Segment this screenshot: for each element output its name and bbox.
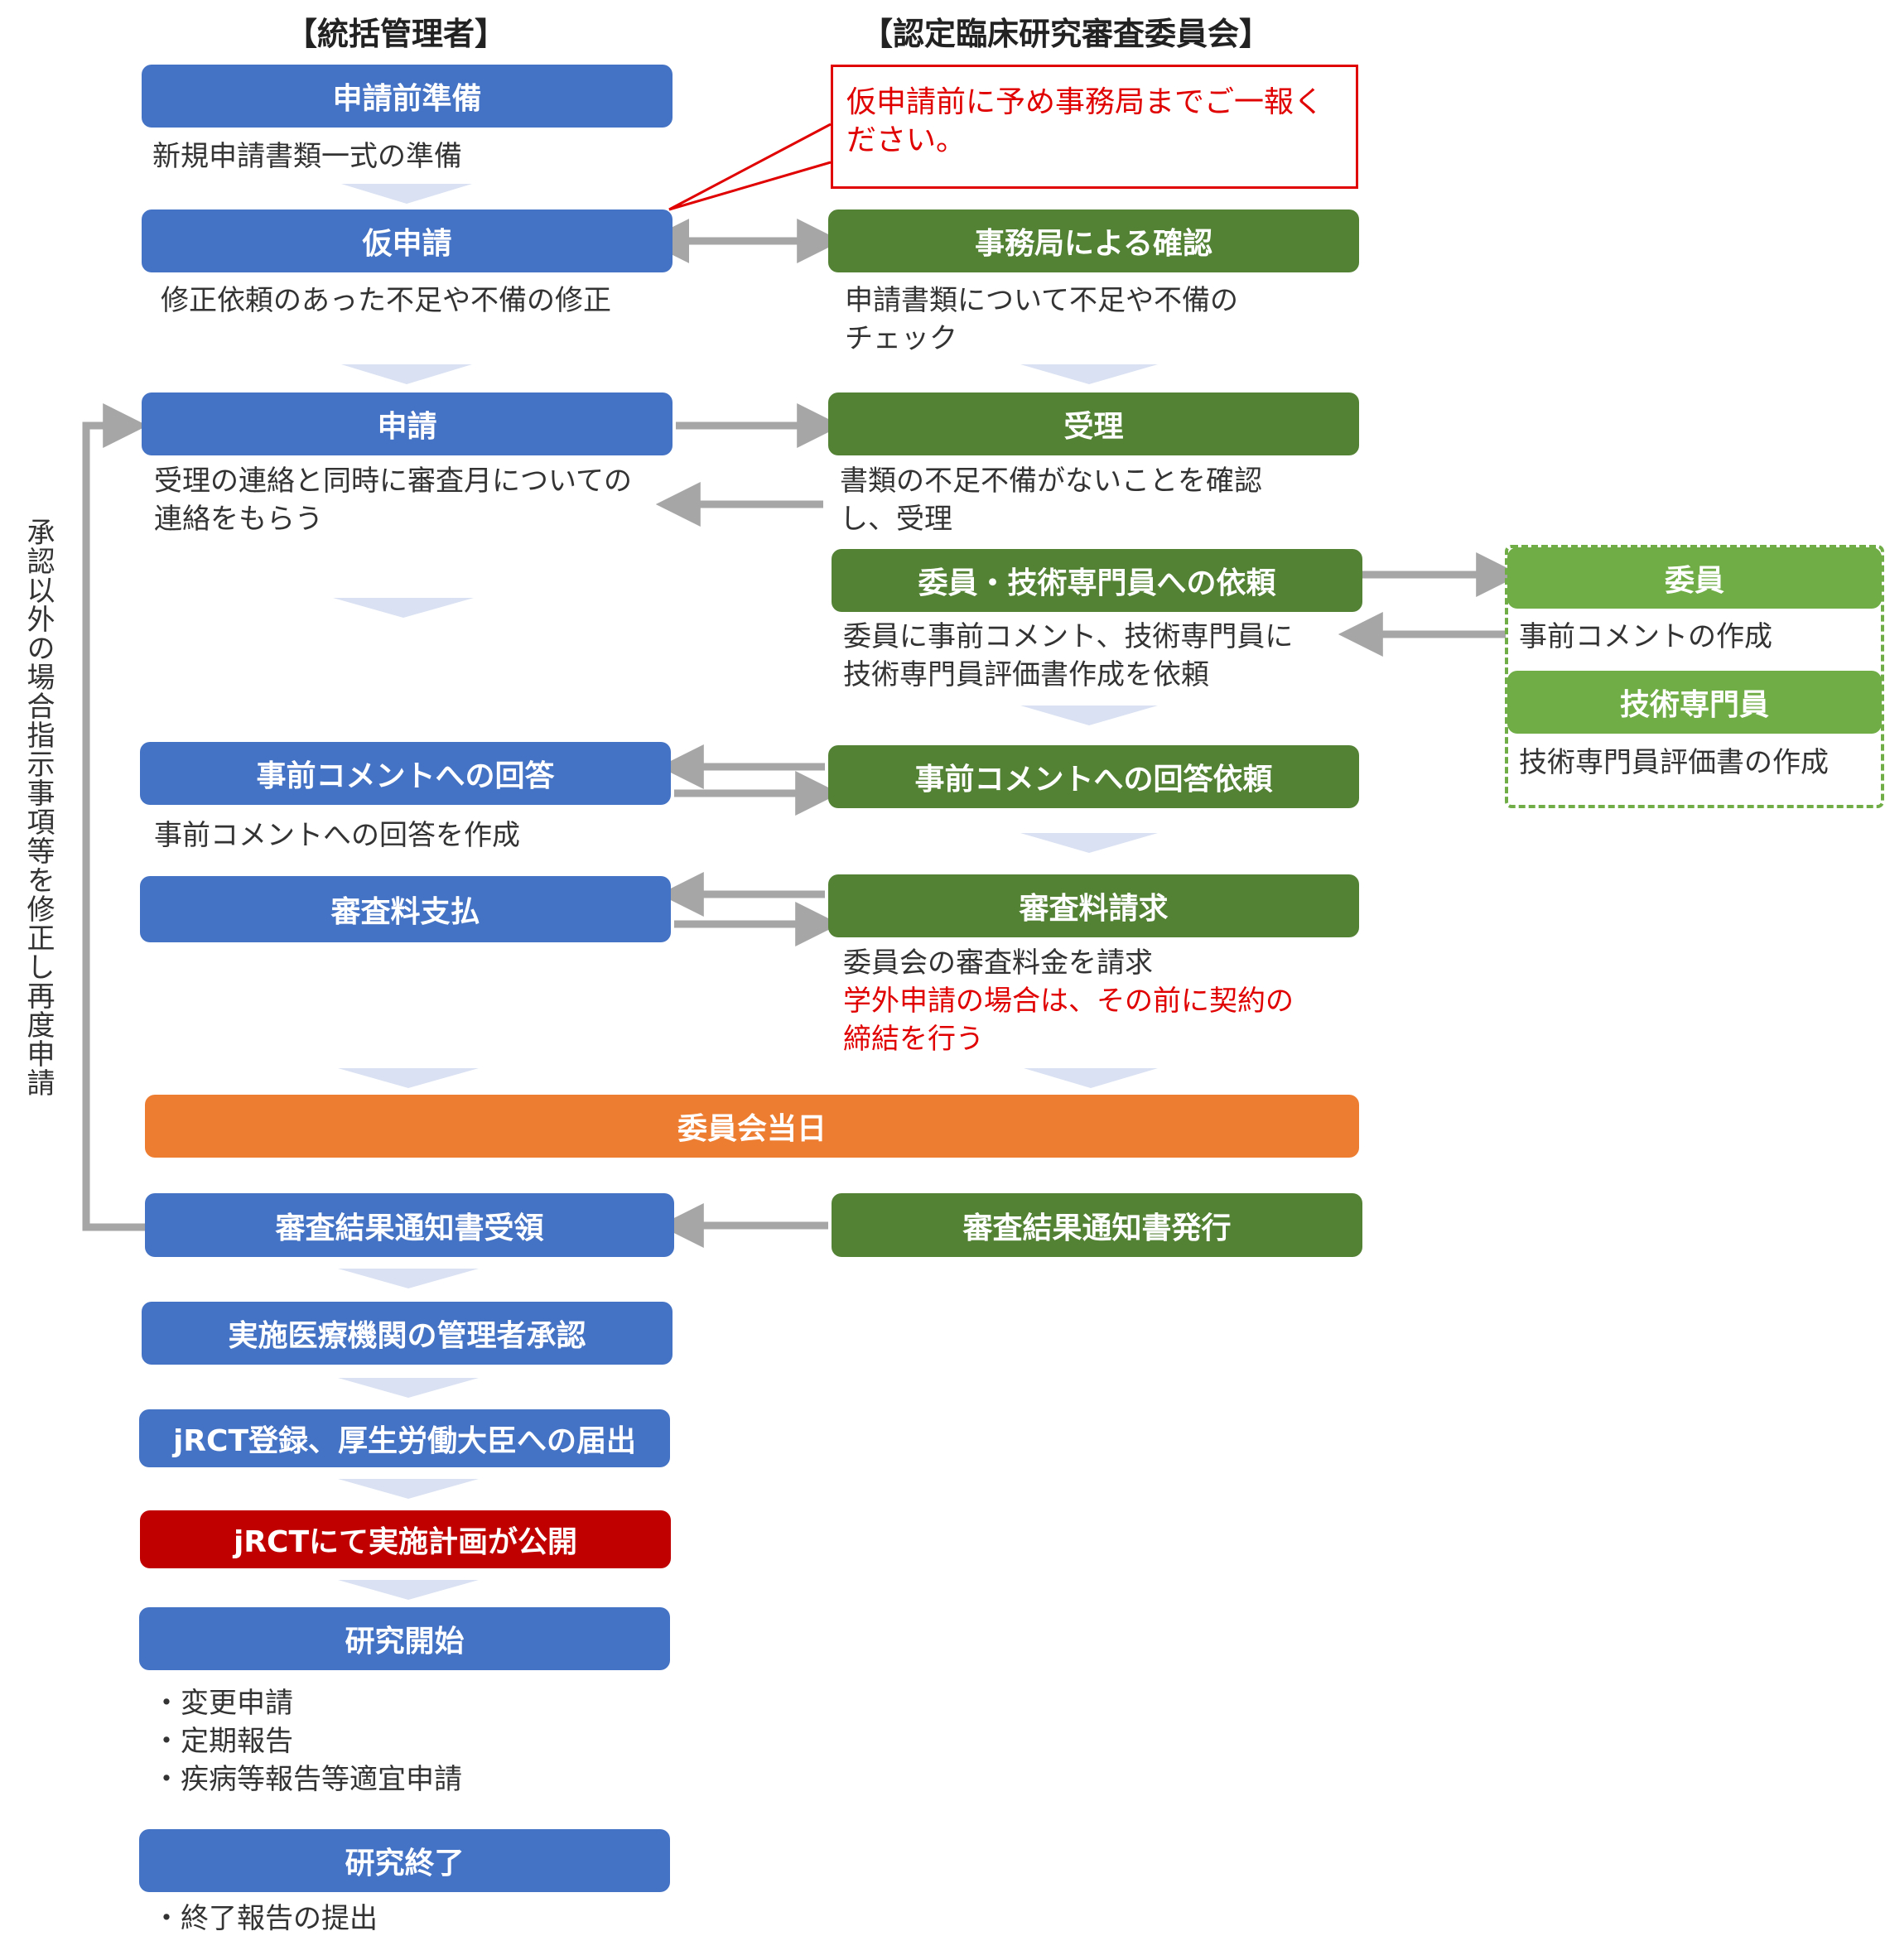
application-desc: 受理の連絡と同時に審査月についての 連絡をもらう bbox=[154, 462, 632, 538]
committee-meeting-day: 委員会当日 bbox=[145, 1095, 1359, 1158]
step-jrct-publication: jRCTにて実施計画が公開 bbox=[140, 1510, 671, 1568]
fee-billing-desc: 委員会の審査料金を請求 学外申請の場合は、その前に契約の 締結を行う bbox=[843, 944, 1294, 1058]
study-start-items: ・変更申請 ・定期報告 ・疾病等報告等適宜申請 bbox=[152, 1684, 462, 1799]
study-start-item: ・変更申請 bbox=[152, 1687, 293, 1720]
reviewer-request-desc-line1: 委員に事前コメント、技術専門員に bbox=[843, 620, 1294, 653]
acceptance-desc-line1: 書類の不足不備がないことを確認 bbox=[840, 465, 1262, 498]
step-office-check: 事務局による確認 bbox=[828, 209, 1359, 272]
step-fee-billing: 審査料請求 bbox=[828, 874, 1359, 937]
step-reviewer-request: 委員・技術専門員への依頼 bbox=[832, 549, 1362, 612]
application-desc-line1: 受理の連絡と同時に審査月についての bbox=[154, 465, 632, 498]
step-comment-answer-request: 事前コメントへの回答依頼 bbox=[828, 745, 1359, 808]
step-temporary-application: 仮申請 bbox=[142, 209, 673, 272]
comment-answer-desc: 事前コメントへの回答を作成 bbox=[154, 819, 520, 852]
fee-billing-note-line2: 締結を行う bbox=[843, 1023, 984, 1056]
step-result-receipt: 審査結果通知書受領 bbox=[145, 1193, 674, 1257]
callout-note: 仮申請前に予め事務局までご一報ください。 bbox=[831, 65, 1358, 189]
reviewer-panel bbox=[1505, 545, 1884, 808]
study-start-item: ・定期報告 bbox=[152, 1725, 293, 1758]
reviewer-request-desc: 委員に事前コメント、技術専門員に 技術専門員評価書作成を依頼 bbox=[843, 618, 1293, 694]
member-box: 委員 bbox=[1507, 547, 1882, 609]
acceptance-desc: 書類の不足不備がないことを確認 し、受理 bbox=[840, 462, 1262, 538]
resubmit-loop-label: 承認以外の場合指示事項等を修正し再度申請 bbox=[22, 518, 55, 1097]
step-admin-approval: 実施医療機関の管理者承認 bbox=[142, 1302, 673, 1365]
reviewer-request-desc-line2: 技術専門員評価書作成を依頼 bbox=[843, 658, 1209, 691]
left-column-header: 【統括管理者】 bbox=[286, 16, 507, 52]
fee-billing-desc-line: 委員会の審査料金を請求 bbox=[843, 946, 1153, 980]
step-application: 申請 bbox=[142, 392, 673, 455]
pre-application-desc: 新規申請書類一式の準備 bbox=[152, 140, 462, 173]
office-check-desc: 申請書類について不足や不備の チェック bbox=[845, 282, 1238, 358]
step-comment-answer: 事前コメントへの回答 bbox=[140, 742, 671, 805]
expert-box: 技術専門員 bbox=[1507, 671, 1882, 734]
step-study-start: 研究開始 bbox=[139, 1607, 670, 1670]
application-desc-line2: 連絡をもらう bbox=[154, 503, 323, 536]
callout-pointer bbox=[668, 123, 832, 211]
down-chevrons bbox=[333, 184, 1158, 1600]
member-desc: 事前コメントの作成 bbox=[1519, 620, 1772, 653]
right-column-header: 【認定臨床研究審査委員会】 bbox=[861, 16, 1271, 52]
fee-billing-note-line1: 学外申請の場合は、その前に契約の bbox=[843, 985, 1294, 1018]
step-acceptance: 受理 bbox=[828, 392, 1359, 455]
expert-desc: 技術専門員評価書の作成 bbox=[1519, 746, 1829, 779]
office-check-desc-line2: チェック bbox=[845, 322, 957, 355]
step-fee-payment: 審査料支払 bbox=[140, 876, 671, 942]
study-end-items: ・終了報告の提出 bbox=[152, 1900, 378, 1938]
step-result-issue: 審査結果通知書発行 bbox=[832, 1193, 1362, 1257]
step-jrct-registration: jRCT登録、厚生労働大臣への届出 bbox=[139, 1409, 670, 1467]
step-study-end: 研究終了 bbox=[139, 1829, 670, 1892]
temporary-application-desc: 修正依頼のあった不足や不備の修正 bbox=[161, 284, 611, 317]
office-check-desc-line1: 申請書類について不足や不備の bbox=[845, 284, 1238, 317]
study-end-item: ・終了報告の提出 bbox=[152, 1902, 378, 1935]
step-pre-application: 申請前準備 bbox=[142, 65, 673, 128]
acceptance-desc-line2: し、受理 bbox=[840, 503, 952, 536]
study-start-item: ・疾病等報告等適宜申請 bbox=[152, 1763, 462, 1796]
